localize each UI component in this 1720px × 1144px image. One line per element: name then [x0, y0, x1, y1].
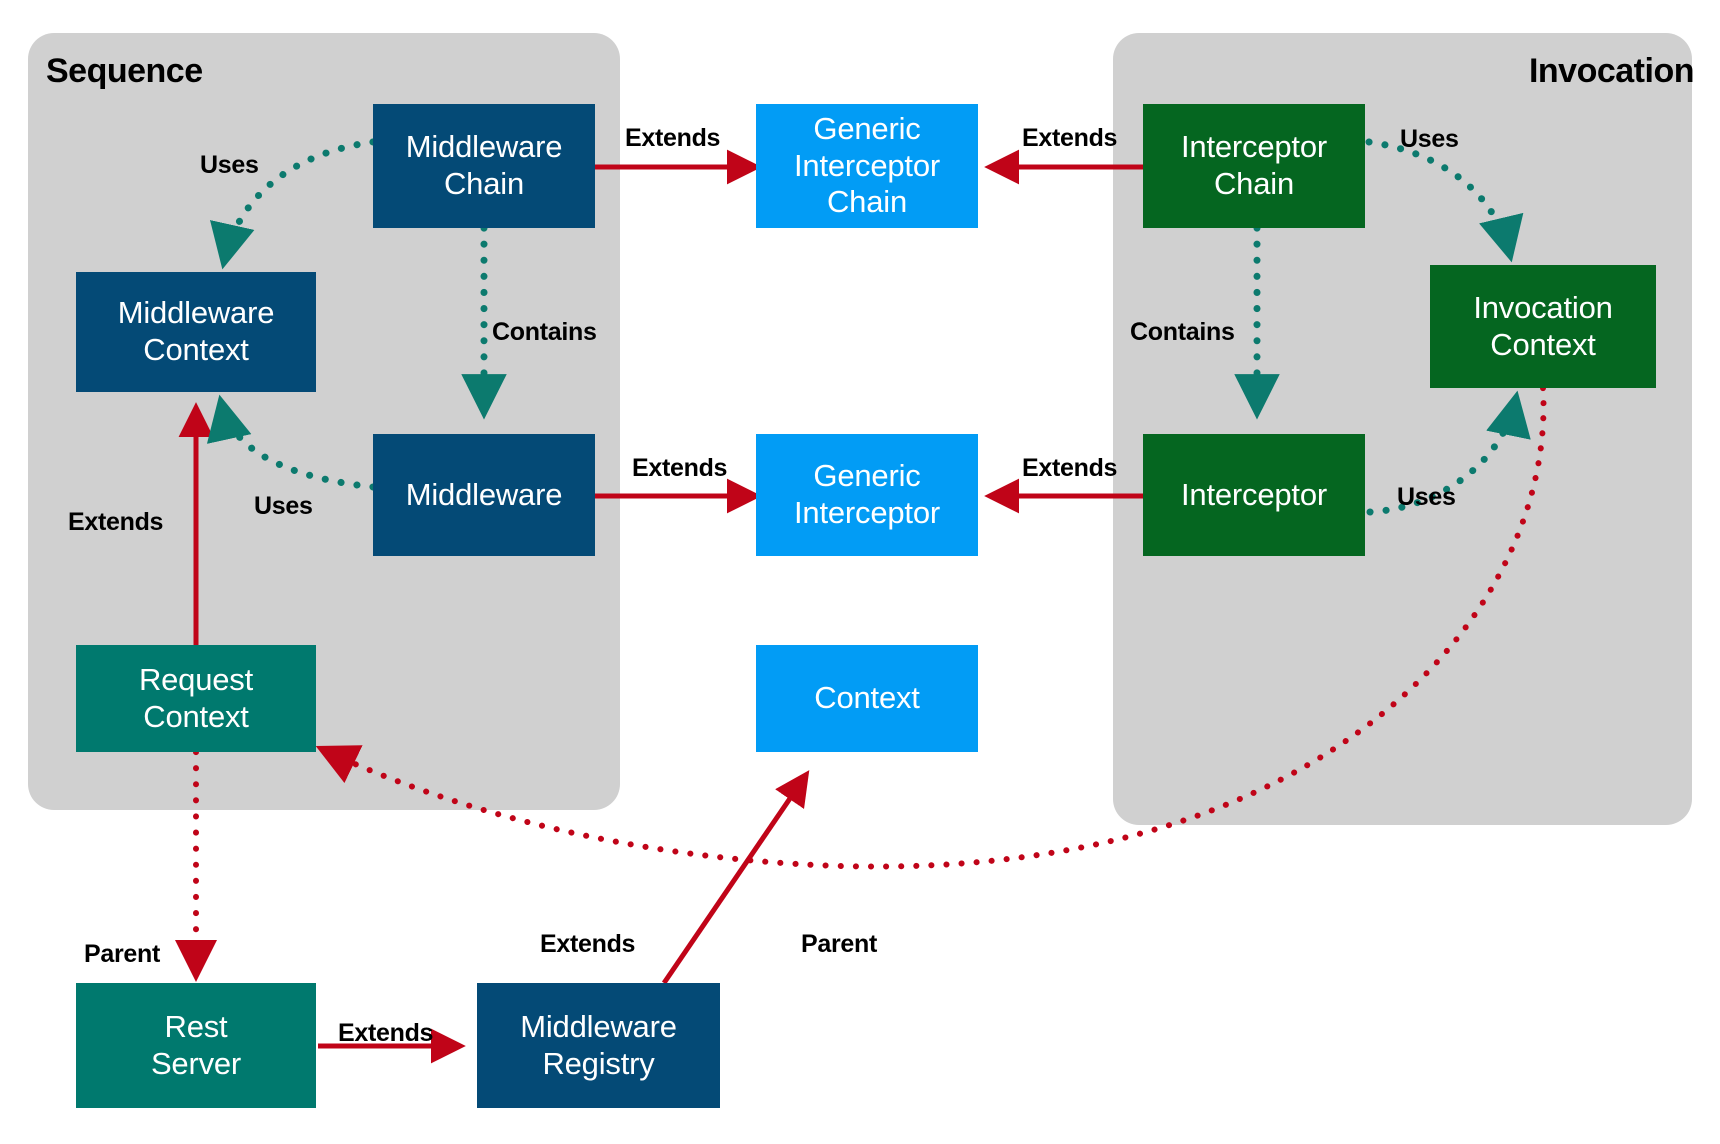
edge-label-ichain-extends-gic: Extends: [1022, 124, 1118, 152]
node-middleware[interactable]: Middleware: [373, 434, 595, 556]
edge-label-mw-uses-mwcontext: Uses: [254, 492, 313, 520]
edge-label-interceptor-extends-gi: Extends: [1022, 454, 1118, 482]
panel-invocation-title: Invocation: [1528, 52, 1695, 90]
edge-invcontext-parent-reqcontext: [315, 385, 1547, 870]
edge-label-ichain-contains-interceptor: Contains: [1130, 318, 1235, 346]
edge-label-invcontext-parent-reqcontext: Parent: [801, 930, 878, 958]
edge-label-restserver-extends-registry: Extends: [338, 1019, 434, 1047]
node-interceptor[interactable]: Interceptor: [1143, 434, 1365, 556]
edge-label-mw-extends-gi: Extends: [632, 454, 728, 482]
edge-label-mwchain-contains-mw: Contains: [492, 318, 597, 346]
panel-sequence-title: Sequence: [46, 52, 203, 90]
edge-label-interceptor-uses-invcontext: Uses: [1397, 483, 1456, 511]
edge-interceptor-uses-invcontext: [1366, 390, 1531, 516]
edge-label-mwchain-extends-gic: Extends: [625, 124, 721, 152]
edge-label-registry-extends-context: Extends: [540, 930, 636, 958]
node-interceptor-label: Interceptor: [1181, 476, 1327, 512]
edge-mw-uses-mwcontext: [206, 394, 377, 491]
edge-label-reqcontext-parent-restserver: Parent: [84, 940, 161, 968]
edge-label-reqcontext-extends-mwcontext: Extends: [68, 508, 164, 536]
edge-mwchain-uses-mwcontext: [210, 138, 377, 270]
edge-ichain-uses-invcontext: [1365, 138, 1524, 263]
edge-label-mwchain-uses-mwcontext: Uses: [200, 151, 259, 179]
node-context[interactable]: Context: [756, 645, 978, 752]
edge-label-ichain-uses-invcontext: Uses: [1400, 125, 1459, 153]
node-middleware-label: Middleware: [405, 476, 563, 512]
node-context-label: Context: [814, 680, 920, 716]
edge-registry-extends-context: [661, 770, 810, 985]
